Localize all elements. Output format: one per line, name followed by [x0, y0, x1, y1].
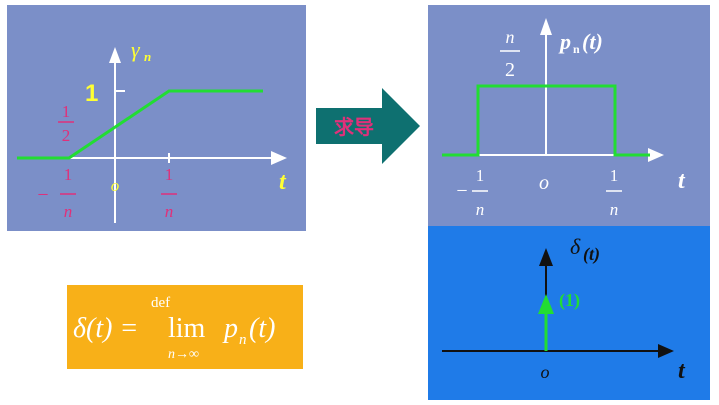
t-axis-arrowhead [658, 344, 674, 358]
gamma-label: γ [131, 37, 141, 62]
left-numerator: 1 [64, 165, 73, 184]
right-numerator: 1 [165, 165, 174, 184]
left-minus-sign: − [37, 184, 48, 206]
derivative-arrow-shape: 求导 [316, 88, 420, 164]
t-axis-label: t [279, 169, 287, 195]
left-denominator: n [64, 202, 73, 221]
delta-graph: δ (t) (1) o t [442, 234, 686, 384]
half-numerator: 1 [62, 102, 71, 121]
p-label: p [558, 29, 571, 54]
height-numerator: n [506, 27, 515, 47]
delta-axis-arrowhead [539, 248, 553, 266]
derivative-label: 求导 [334, 116, 374, 139]
right-denominator: n [165, 202, 174, 221]
height-denominator: 2 [505, 59, 515, 81]
delta-definition-box: δ(t) = def lim n→∞ p n (t) [67, 285, 303, 369]
gamma-axis-arrowhead [109, 47, 121, 63]
t-axis-arrowhead [271, 151, 287, 165]
right-denominator: n [610, 200, 619, 219]
impulse-strength: (1) [559, 290, 580, 311]
ramp-graph: γ n 1 1 2 − 1 n o 1 n t [17, 37, 287, 223]
origin-label: o [541, 362, 550, 382]
origin-label: o [111, 176, 120, 195]
arrow-icon [316, 88, 420, 164]
origin-label: o [539, 172, 549, 194]
delta-argument: (t) [583, 244, 600, 265]
t-axis-arrowhead [648, 148, 664, 162]
derivative-arrow: 求导 [316, 88, 420, 164]
p-axis-arrowhead [540, 18, 552, 35]
pulse-graph: n 2 p n (t) − 1 n o 1 n t [442, 18, 686, 219]
level-one-label: 1 [85, 80, 98, 107]
half-denominator: 2 [62, 126, 71, 145]
formula-lim-subscript: n→∞ [168, 347, 199, 362]
delta-function-panel: δ (t) (1) o t [428, 226, 710, 400]
p-argument: (t) [582, 29, 603, 54]
formula-rhs-subscript: n [239, 332, 247, 348]
pulse-function-panel: n 2 p n (t) − 1 n o 1 n t [428, 5, 710, 226]
impulse-arrowhead [538, 294, 554, 314]
ramp-function-panel: γ n 1 1 2 − 1 n o 1 n t [7, 5, 306, 231]
left-denominator: n [476, 200, 485, 219]
formula-def-label: def [151, 295, 170, 311]
delta-definition-formula: δ(t) = def lim n→∞ p n (t) [73, 295, 275, 362]
formula-lim: lim [168, 313, 206, 344]
delta-label: δ [570, 234, 581, 259]
formula-rhs-p: p [222, 313, 238, 344]
left-numerator: 1 [476, 166, 485, 185]
p-subscript: n [573, 42, 580, 56]
right-numerator: 1 [610, 166, 619, 185]
t-axis-label: t [678, 358, 686, 384]
gamma-subscript: n [144, 49, 151, 64]
formula-rhs-argument: (t) [249, 313, 275, 344]
left-minus-sign: − [456, 180, 467, 202]
t-axis-label: t [678, 168, 686, 194]
ramp-curve [17, 89, 263, 160]
formula-lhs: δ(t) = [73, 313, 138, 344]
pulse-curve [442, 84, 650, 157]
